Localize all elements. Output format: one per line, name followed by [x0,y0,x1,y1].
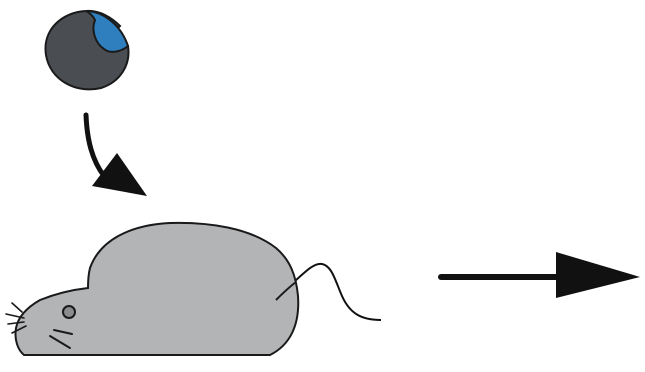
right-arrow-head [556,252,640,298]
mouse-eye [63,306,75,318]
mouse-body [15,223,298,355]
curved-down-arrow-icon [86,115,147,196]
right-arrow-icon [441,252,640,298]
curved-arrow-shaft [86,115,104,176]
implant-sphere-icon [45,11,128,89]
mouse-illustration [6,223,381,355]
